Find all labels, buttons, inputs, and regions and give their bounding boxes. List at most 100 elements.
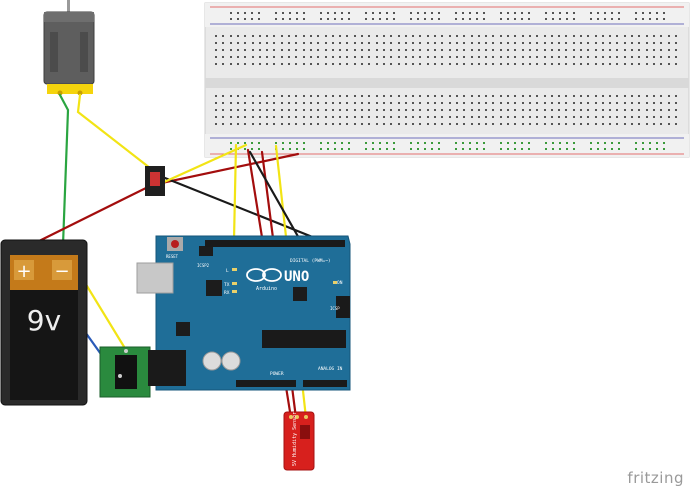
breadboard-hole: [653, 35, 655, 37]
breadboard-hole: [590, 12, 592, 14]
breadboard-hole: [544, 56, 546, 58]
breadboard-hole: [646, 123, 648, 125]
breadboard-hole: [580, 35, 582, 37]
breadboard-hole: [558, 42, 560, 44]
breadboard-hole: [390, 95, 392, 97]
breadboard-hole: [412, 56, 414, 58]
breadboard-hole: [361, 42, 363, 44]
breadboard-hole: [383, 109, 385, 111]
breadboard-hole: [405, 63, 407, 65]
breadboard-hole: [230, 102, 232, 104]
breadboard-hole: [259, 49, 261, 51]
breadboard-hole: [478, 49, 480, 51]
breadboard-hole: [456, 102, 458, 104]
breadboard-hole: [565, 109, 567, 111]
breadboard-hole: [376, 63, 378, 65]
atmega-chip: [262, 330, 346, 348]
breadboard-hole: [668, 102, 670, 104]
breadboard-hole: [624, 116, 626, 118]
breadboard-hole: [383, 123, 385, 125]
breadboard-hole: [289, 18, 291, 20]
breadboard-hole: [590, 18, 592, 20]
breadboard-hole: [215, 49, 217, 51]
breadboard-hole: [288, 109, 290, 111]
battery-plus-label: +: [16, 261, 31, 282]
breadboard-hole: [441, 116, 443, 118]
breadboard-hole: [332, 42, 334, 44]
breadboard-hole: [638, 63, 640, 65]
breadboard-hole: [595, 42, 597, 44]
model-label: UNO: [284, 269, 309, 285]
breadboard-hole: [646, 116, 648, 118]
digital-header: [205, 240, 345, 247]
breadboard-hole: [483, 148, 485, 150]
wire-yellow-motor-transistor: [76, 93, 152, 170]
breadboard-hole: [485, 102, 487, 104]
breadboard-hole: [492, 49, 494, 51]
breadboard-hole: [668, 42, 670, 44]
breadboard-hole: [522, 49, 524, 51]
breadboard-hole: [587, 116, 589, 118]
breadboard-hole: [590, 142, 592, 144]
breadboard-hole: [376, 56, 378, 58]
breadboard-hole: [412, 35, 414, 37]
breadboard-hole: [476, 148, 478, 150]
breadboard-hole: [281, 95, 283, 97]
breadboard-hole: [492, 63, 494, 65]
breadboard-hole: [545, 12, 547, 14]
breadboard-hole: [434, 63, 436, 65]
breadboard-hole: [449, 35, 451, 37]
breadboard-hole: [419, 116, 421, 118]
breadboard-hole: [368, 123, 370, 125]
breadboard-hole: [427, 49, 429, 51]
breadboard-hole: [668, 116, 670, 118]
breadboard-hole: [660, 123, 662, 125]
breadboard-hole: [558, 35, 560, 37]
breadboard-hole: [405, 116, 407, 118]
breadboard-hole: [303, 63, 305, 65]
breadboard-hole: [602, 109, 604, 111]
capacitor-1: [202, 351, 222, 371]
wire-green-motor-battery: [58, 93, 70, 247]
breadboard-hole: [663, 148, 665, 150]
breadboard-hole: [602, 116, 604, 118]
breadboard-hole: [544, 35, 546, 37]
breadboard-hole: [434, 49, 436, 51]
breadboard-hole: [514, 42, 516, 44]
breadboard-hole: [288, 42, 290, 44]
breadboard-hole: [611, 148, 613, 150]
breadboard-hole: [449, 63, 451, 65]
breadboard-hole: [471, 63, 473, 65]
breadboard-hole: [252, 102, 254, 104]
arduino-uno: RESET ICSP2 DIGITAL (PWM=~) UNO Arduino …: [136, 235, 351, 391]
breadboard-hole: [215, 123, 217, 125]
breadboard-hole: [587, 63, 589, 65]
breadboard-hole: [660, 116, 662, 118]
breadboard-hole: [438, 148, 440, 150]
breadboard-hole: [244, 116, 246, 118]
breadboard-hole: [251, 142, 253, 144]
breadboard-hole: [372, 18, 374, 20]
breadboard-hole: [295, 35, 297, 37]
breadboard-hole: [602, 35, 604, 37]
breadboard-hole: [273, 123, 275, 125]
breadboard-hole: [609, 102, 611, 104]
breadboard-hole: [252, 95, 254, 97]
breadboard-hole: [273, 56, 275, 58]
breadboard-hole: [471, 116, 473, 118]
battery-minus-label: −: [54, 261, 69, 282]
breadboard-hole: [368, 102, 370, 104]
breadboard-hole: [327, 18, 329, 20]
breadboard-hole: [354, 109, 356, 111]
breadboard-hole: [529, 56, 531, 58]
breadboard-hole: [332, 49, 334, 51]
breadboard-hole: [638, 56, 640, 58]
breadboard-hole: [580, 63, 582, 65]
breadboard-hole: [521, 148, 523, 150]
breadboard-hole: [653, 95, 655, 97]
breadboard-hole: [334, 142, 336, 144]
breadboard-hole: [551, 123, 553, 125]
breadboard-hole: [646, 63, 648, 65]
breadboard-hole: [536, 95, 538, 97]
